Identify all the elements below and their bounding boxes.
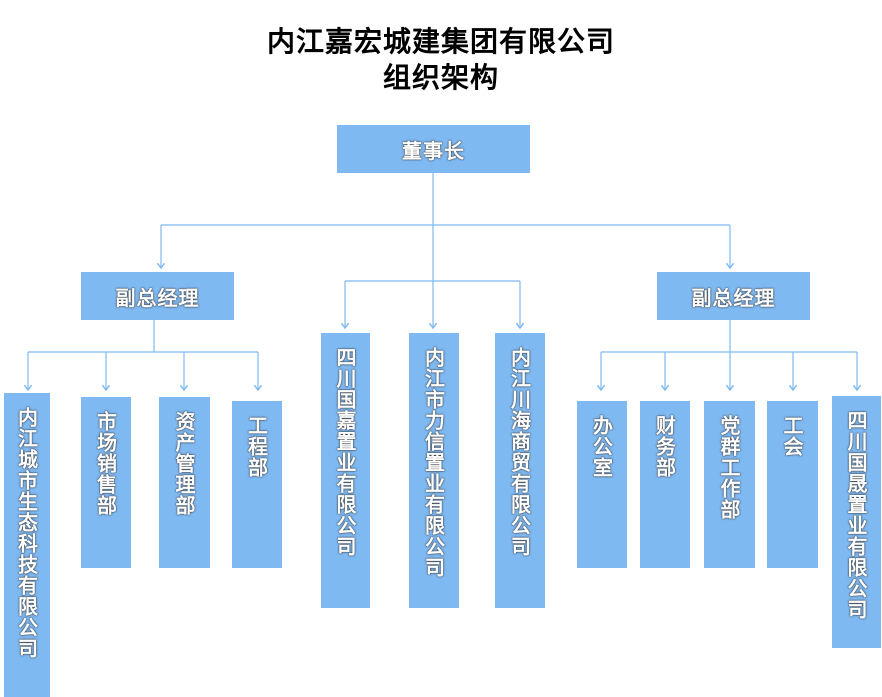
node-guosheng-company: 四川国晟置业有限公司	[832, 396, 881, 648]
node-ecotech-company: 内江城市生态科技有限公司	[4, 393, 50, 697]
node-vp-right: 副总经理	[657, 272, 810, 320]
node-vp-left: 副总经理	[81, 272, 234, 320]
node-lixin-company: 内江市力信置业有限公司	[409, 333, 459, 608]
node-finance-dept: 财务部	[640, 401, 690, 568]
node-chairman: 董事长	[337, 125, 530, 173]
node-party-dept: 党群工作部	[704, 401, 755, 568]
node-chuanhai-company: 内江川海商贸有限公司	[495, 333, 545, 608]
node-office: 办公室	[577, 401, 627, 568]
node-engineering-dept: 工程部	[232, 401, 282, 568]
node-guojia-company: 四川国嘉置业有限公司	[321, 333, 370, 608]
node-marketing-dept: 市场销售部	[81, 397, 131, 568]
page-subtitle: 组织架构	[382, 61, 499, 94]
page-title: 内江嘉宏城建集团有限公司	[266, 25, 615, 58]
node-union: 工会	[767, 401, 818, 568]
node-asset-dept: 资产管理部	[159, 397, 210, 568]
